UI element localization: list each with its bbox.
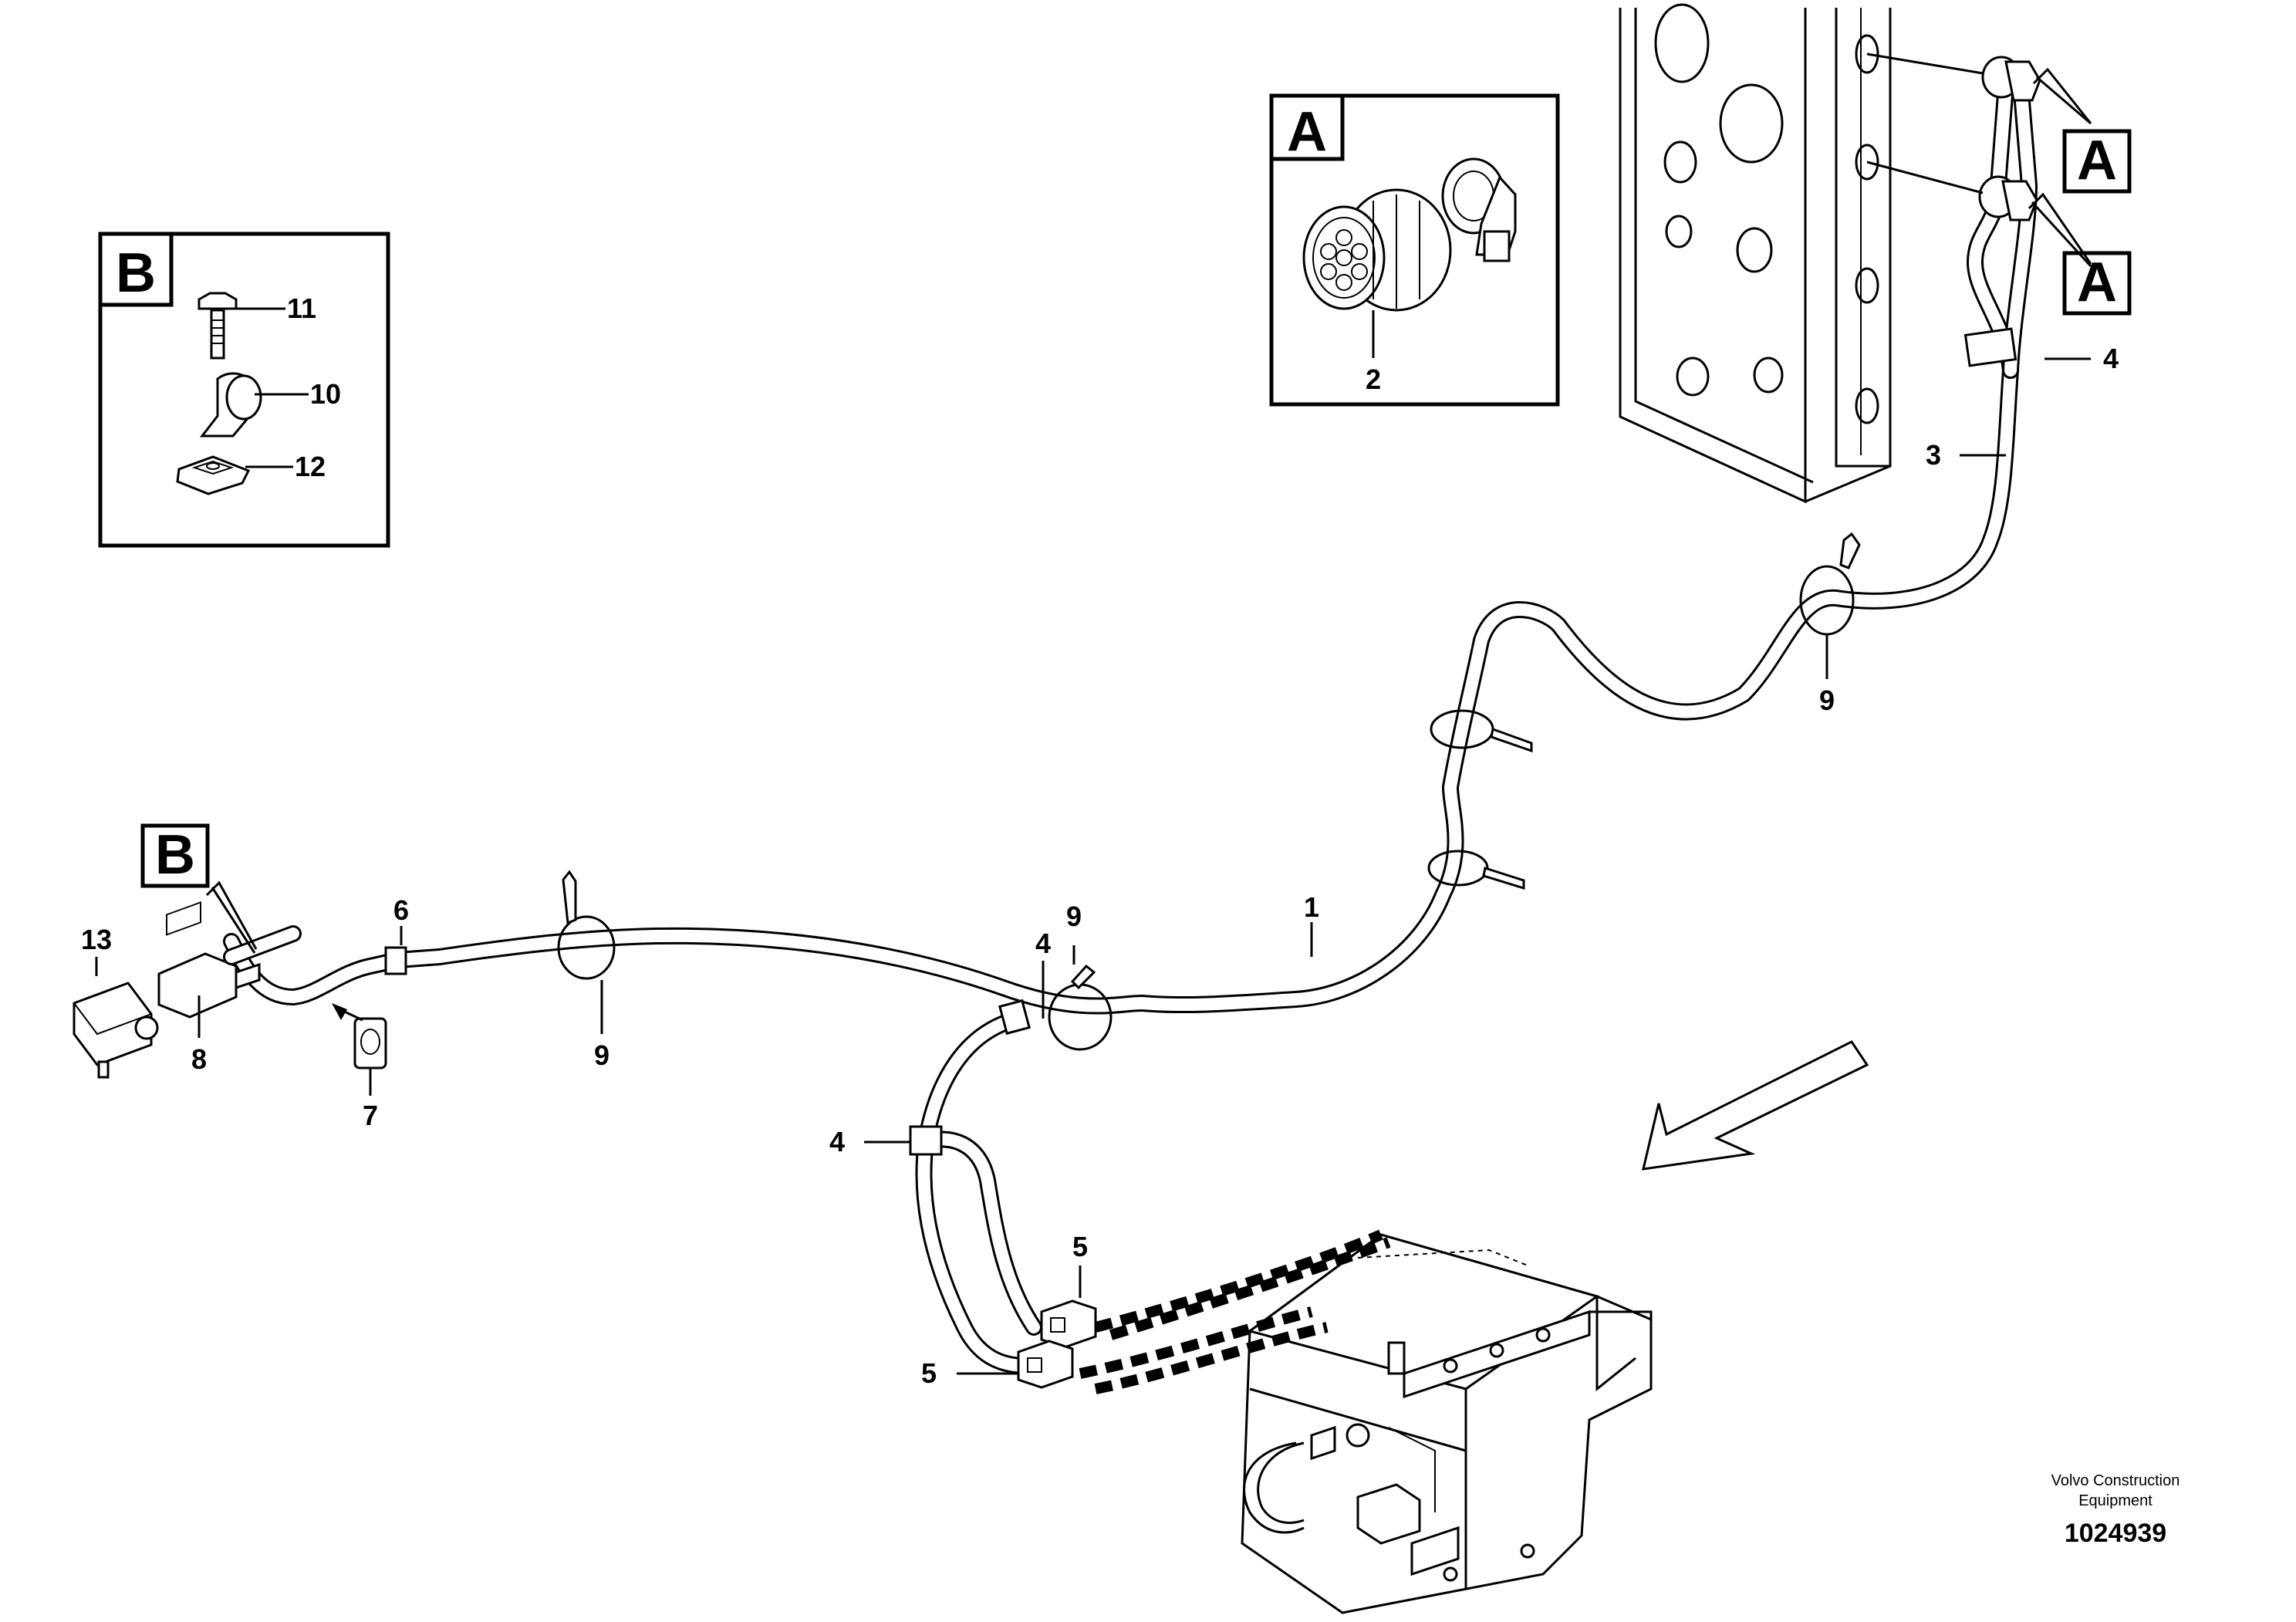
sleeve-6 [384,946,407,975]
callout-9-mid: 9 [1066,901,1082,932]
callout-12: 12 [295,451,326,482]
valve-plug-icon [1017,1340,1074,1389]
valve-plugs [1017,1229,1528,1394]
brand-line-1: Volvo Construction [2051,1472,2180,1489]
sensor-icon [73,982,159,1079]
inset-b-tag [98,231,174,307]
ref-letter-a-bottom: A [2077,252,2117,313]
valve-block [1241,1233,1653,1614]
frame-connectors: A A [1866,52,2132,316]
main-harness-hose [223,76,2038,1374]
leader-a-bottom [2031,201,2092,268]
callout-5-bottom: 5 [921,1357,937,1389]
frame-rail [1619,3,1892,504]
leader-a-top [2036,76,2092,125]
callout-1: 1 [1304,891,1319,923]
callout-10: 10 [310,378,341,410]
ref-letter-a-top: A [2077,130,2117,191]
footer: Volvo Construction Equipment 1024939 [2051,1472,2180,1548]
callout-9-left: 9 [594,1039,609,1071]
sensor-assembly: B [73,823,387,1079]
branch-junction-top [1963,327,2017,367]
cable-tie-icon [1430,709,1533,753]
cable-tie-icon [1799,532,1861,636]
callout-8: 8 [191,1043,207,1075]
clip-nut-icon [176,455,251,495]
callout-4-low: 4 [829,1126,845,1157]
callout-5-top: 5 [1072,1231,1088,1262]
callout-6: 6 [393,894,409,926]
connector-icon [1981,56,2041,102]
callout-11: 11 [287,292,316,324]
ref-box-a-bottom [2062,251,2132,316]
callout-7: 7 [363,1100,378,1131]
inset-a-letter: A [1287,101,1327,163]
round-connector-icon [1302,188,1452,312]
cable-tie-icon [1427,850,1525,890]
callout-4-top: 4 [2103,343,2119,374]
inset-a-tag [1269,93,1345,161]
cable-tie-icon [1048,964,1113,1051]
callout-13: 13 [81,924,112,955]
ref-box-b [140,823,210,888]
plug-connector-icon [157,901,261,1019]
valve-plug-icon [1040,1299,1097,1349]
inset-a-frame [1269,93,1560,407]
branch-junction-4 [909,1125,943,1156]
ref-box-a-top [2062,129,2132,194]
cable-ties [557,532,1861,1051]
detail-inset-a: A 2 [1269,93,1560,407]
cable-tie-icon [557,870,616,980]
grommet-icon [353,1017,387,1070]
inset-b-letter: B [116,242,156,304]
callout-4-mid: 4 [1035,928,1051,959]
ref-letter-b: B [155,824,195,886]
callout-2: 2 [1366,363,1381,395]
callouts: 1 4 3 4 4 5 5 6 7 8 13 9 9 9 [81,343,2119,1389]
clip-icon [199,372,262,438]
detail-inset-b: B 11 10 12 [98,231,390,548]
document-number: 1024939 [2065,1519,2166,1548]
elbow-connector-icon [1441,157,1517,262]
direction-arrow-icon [1642,1040,1869,1171]
callout-3: 3 [1926,439,1941,471]
bolt-icon [198,292,238,360]
connector-icon [1978,175,2038,221]
callout-9-right: 9 [1819,684,1835,716]
inset-b-frame [98,231,390,548]
brand-line-2: Equipment [2078,1492,2152,1509]
sleeve-4a [998,999,1031,1036]
